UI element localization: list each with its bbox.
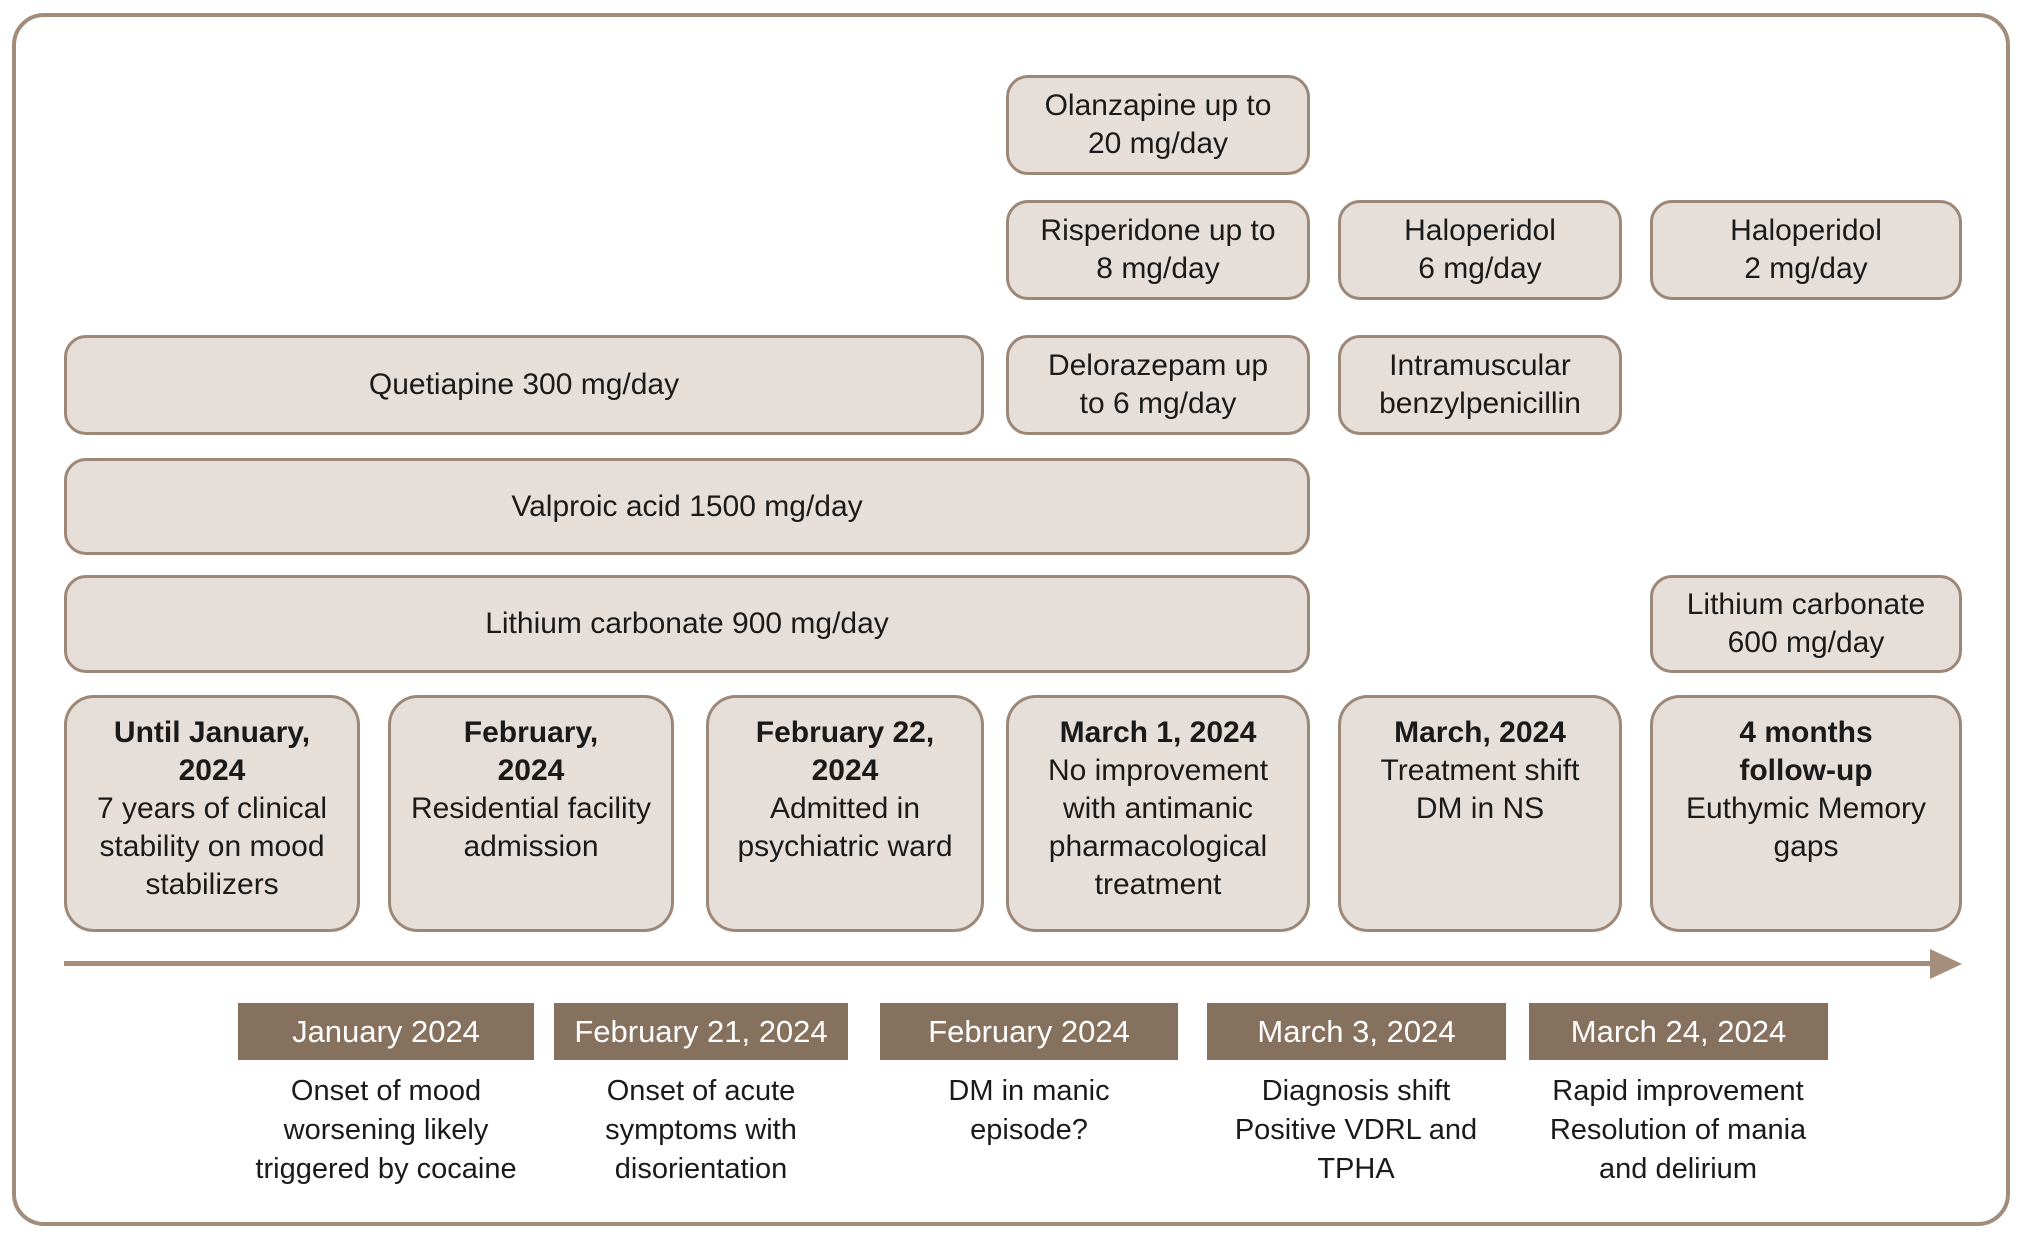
timeline-arrow-line	[64, 961, 1936, 966]
med-label: Valproic acid 1500 mg/day	[511, 489, 863, 523]
med-label: Lithium carbonate 600 mg/day	[1686, 588, 1926, 659]
event-description: Residential facility admission	[410, 792, 652, 863]
timeline-date-label: March 3, 2024	[1257, 1013, 1456, 1049]
event-date: Until January, 2024	[113, 716, 311, 787]
timeline-event-description: Rapid improvement Resolution of mania an…	[1549, 1075, 1807, 1185]
event-description: Admitted in psychiatric ward	[737, 792, 953, 863]
diagram-border	[12, 13, 2010, 1226]
med-box-lithium-900mg: Lithium carbonate 900 mg/day	[64, 575, 1310, 673]
med-label: Lithium carbonate 900 mg/day	[485, 607, 889, 640]
event-box-february-22-2024: February 22, 2024 Admitted in psychiatri…	[706, 695, 984, 932]
med-box-haloperidol-6mg: Haloperidol 6 mg/day	[1338, 200, 1622, 300]
timeline-date-label: January 2024	[292, 1013, 480, 1049]
event-description: 7 years of clinical stability on mood st…	[96, 792, 328, 901]
event-box-february-2024: February, 2024 Residential facility admi…	[388, 695, 674, 932]
med-label: Olanzapine up to 20 mg/day	[1044, 89, 1272, 160]
event-date: February 22, 2024	[755, 716, 935, 787]
event-box-until-january-2024: Until January, 2024 7 years of clinical …	[64, 695, 360, 932]
med-label: Risperidone up to 8 mg/day	[1040, 214, 1276, 285]
timeline-event-description: DM in manic episode?	[948, 1075, 1110, 1146]
med-box-olanzapine: Olanzapine up to 20 mg/day	[1006, 75, 1310, 175]
event-box-march-2024: March, 2024 Treatment shift DM in NS	[1338, 695, 1622, 932]
timeline-date-label: February 2024	[928, 1013, 1130, 1049]
timeline-date-label: February 21, 2024	[574, 1013, 828, 1049]
event-date: February, 2024	[463, 716, 599, 787]
event-box-march-1-2024: March 1, 2024 No improvement with antima…	[1006, 695, 1310, 932]
timeline-date-label: March 24, 2024	[1570, 1013, 1787, 1049]
timeline-date-february-2024: February 2024	[880, 1003, 1178, 1060]
event-description: Treatment shift DM in NS	[1380, 754, 1580, 825]
med-box-quetiapine: Quetiapine 300 mg/day	[64, 335, 984, 435]
med-label: Delorazepam up to 6 mg/day	[1047, 349, 1269, 420]
event-date: March, 2024	[1394, 716, 1566, 749]
event-box-4-months-follow-up: 4 months follow-up Euthymic Memory gaps	[1650, 695, 1962, 932]
med-label: Quetiapine 300 mg/day	[368, 368, 680, 401]
timeline-date-february-21-2024: February 21, 2024	[554, 1003, 848, 1060]
event-date: March 1, 2024	[1059, 716, 1257, 749]
med-box-lithium-600mg: Lithium carbonate 600 mg/day	[1650, 575, 1962, 673]
event-description: Euthymic Memory gaps	[1685, 792, 1927, 863]
med-label: Intramuscular benzylpenicillin	[1379, 349, 1581, 420]
event-description: No improvement with antimanic pharmacolo…	[1047, 754, 1269, 901]
timeline-arrow-head-icon	[1930, 949, 1962, 979]
timeline-date-march-3-2024: March 3, 2024	[1207, 1003, 1506, 1060]
timeline-date-march-24-2024: March 24, 2024	[1529, 1003, 1828, 1060]
timeline-date-january-2024: January 2024	[238, 1003, 534, 1060]
med-box-delorazepam: Delorazepam up to 6 mg/day	[1006, 335, 1310, 435]
timeline-event-description: Diagnosis shift Positive VDRL and TPHA	[1234, 1075, 1478, 1185]
event-date: 4 months follow-up	[1739, 716, 1873, 787]
med-box-valproic-acid: Valproic acid 1500 mg/day	[64, 458, 1310, 555]
timeline-event-description: Onset of acute symptoms with disorientat…	[605, 1075, 797, 1185]
med-box-risperidone: Risperidone up to 8 mg/day	[1006, 200, 1310, 300]
med-box-benzylpenicillin: Intramuscular benzylpenicillin	[1338, 335, 1622, 435]
med-label: Haloperidol 6 mg/day	[1404, 214, 1556, 285]
med-label: Haloperidol 2 mg/day	[1730, 214, 1882, 285]
timeline-event-description: Onset of mood worsening likely triggered…	[255, 1075, 517, 1185]
med-box-haloperidol-2mg: Haloperidol 2 mg/day	[1650, 200, 1962, 300]
